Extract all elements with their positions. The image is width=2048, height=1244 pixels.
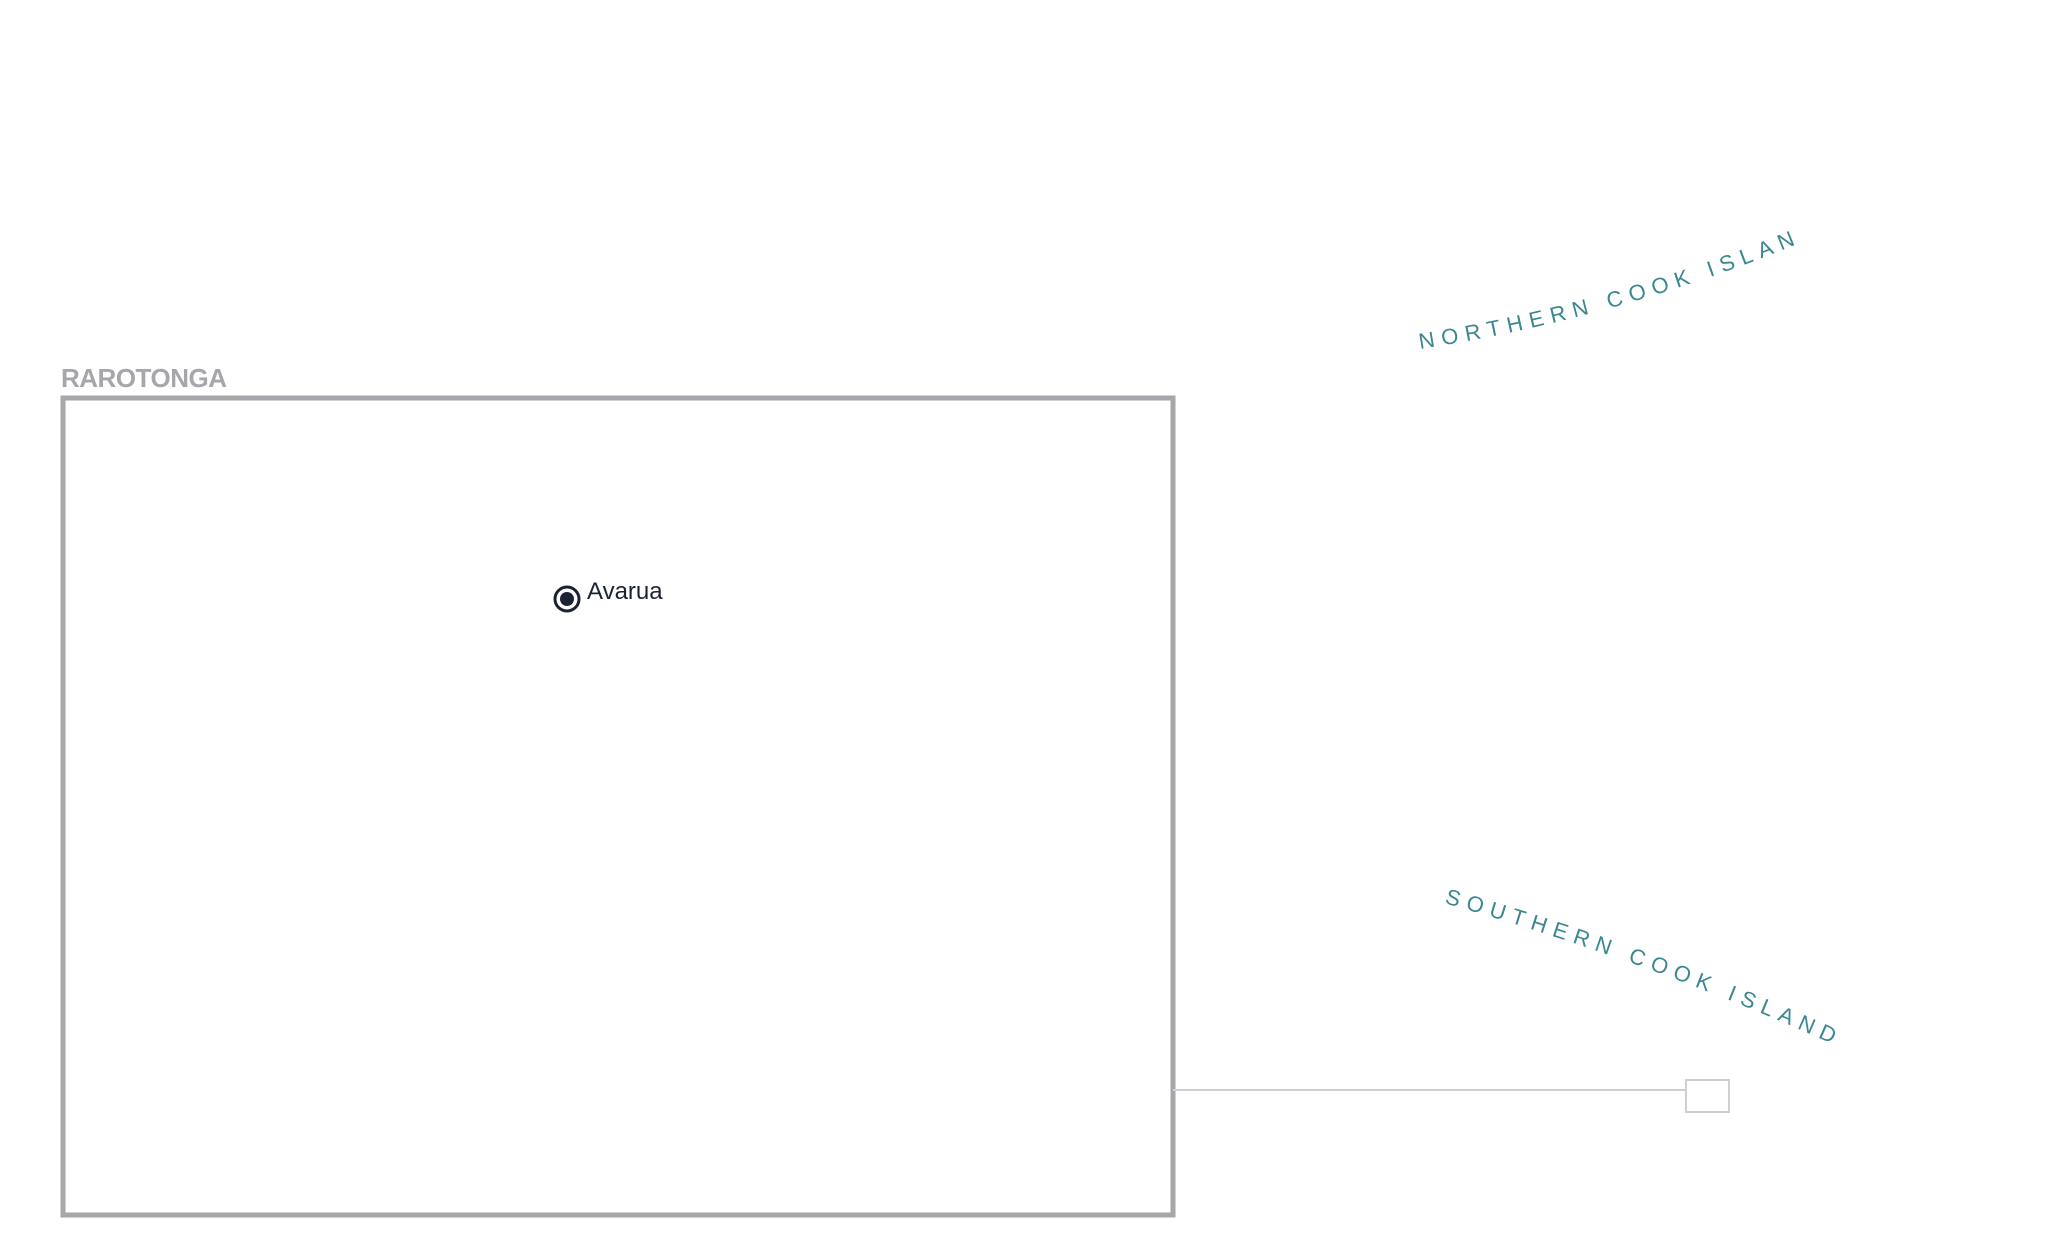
capital-marker-dot (560, 592, 574, 606)
region-label-northern: NORTHERN COOK ISLANDS (0, 0, 1804, 354)
region-label-southern-text: SOUTHERN COOK ISLANDS (0, 0, 1840, 1051)
region-label-southern: SOUTHERN COOK ISLANDS (0, 0, 1840, 1051)
capital-city-label: Avarua (587, 578, 663, 605)
region-label-northern-text: NORTHERN COOK ISLANDS (0, 0, 1797, 354)
inset-locator-box (1685, 1079, 1730, 1113)
inset-frame (60, 395, 1176, 1218)
capital-city-icon (553, 585, 581, 613)
inset-title: RAROTONGA (61, 363, 227, 393)
